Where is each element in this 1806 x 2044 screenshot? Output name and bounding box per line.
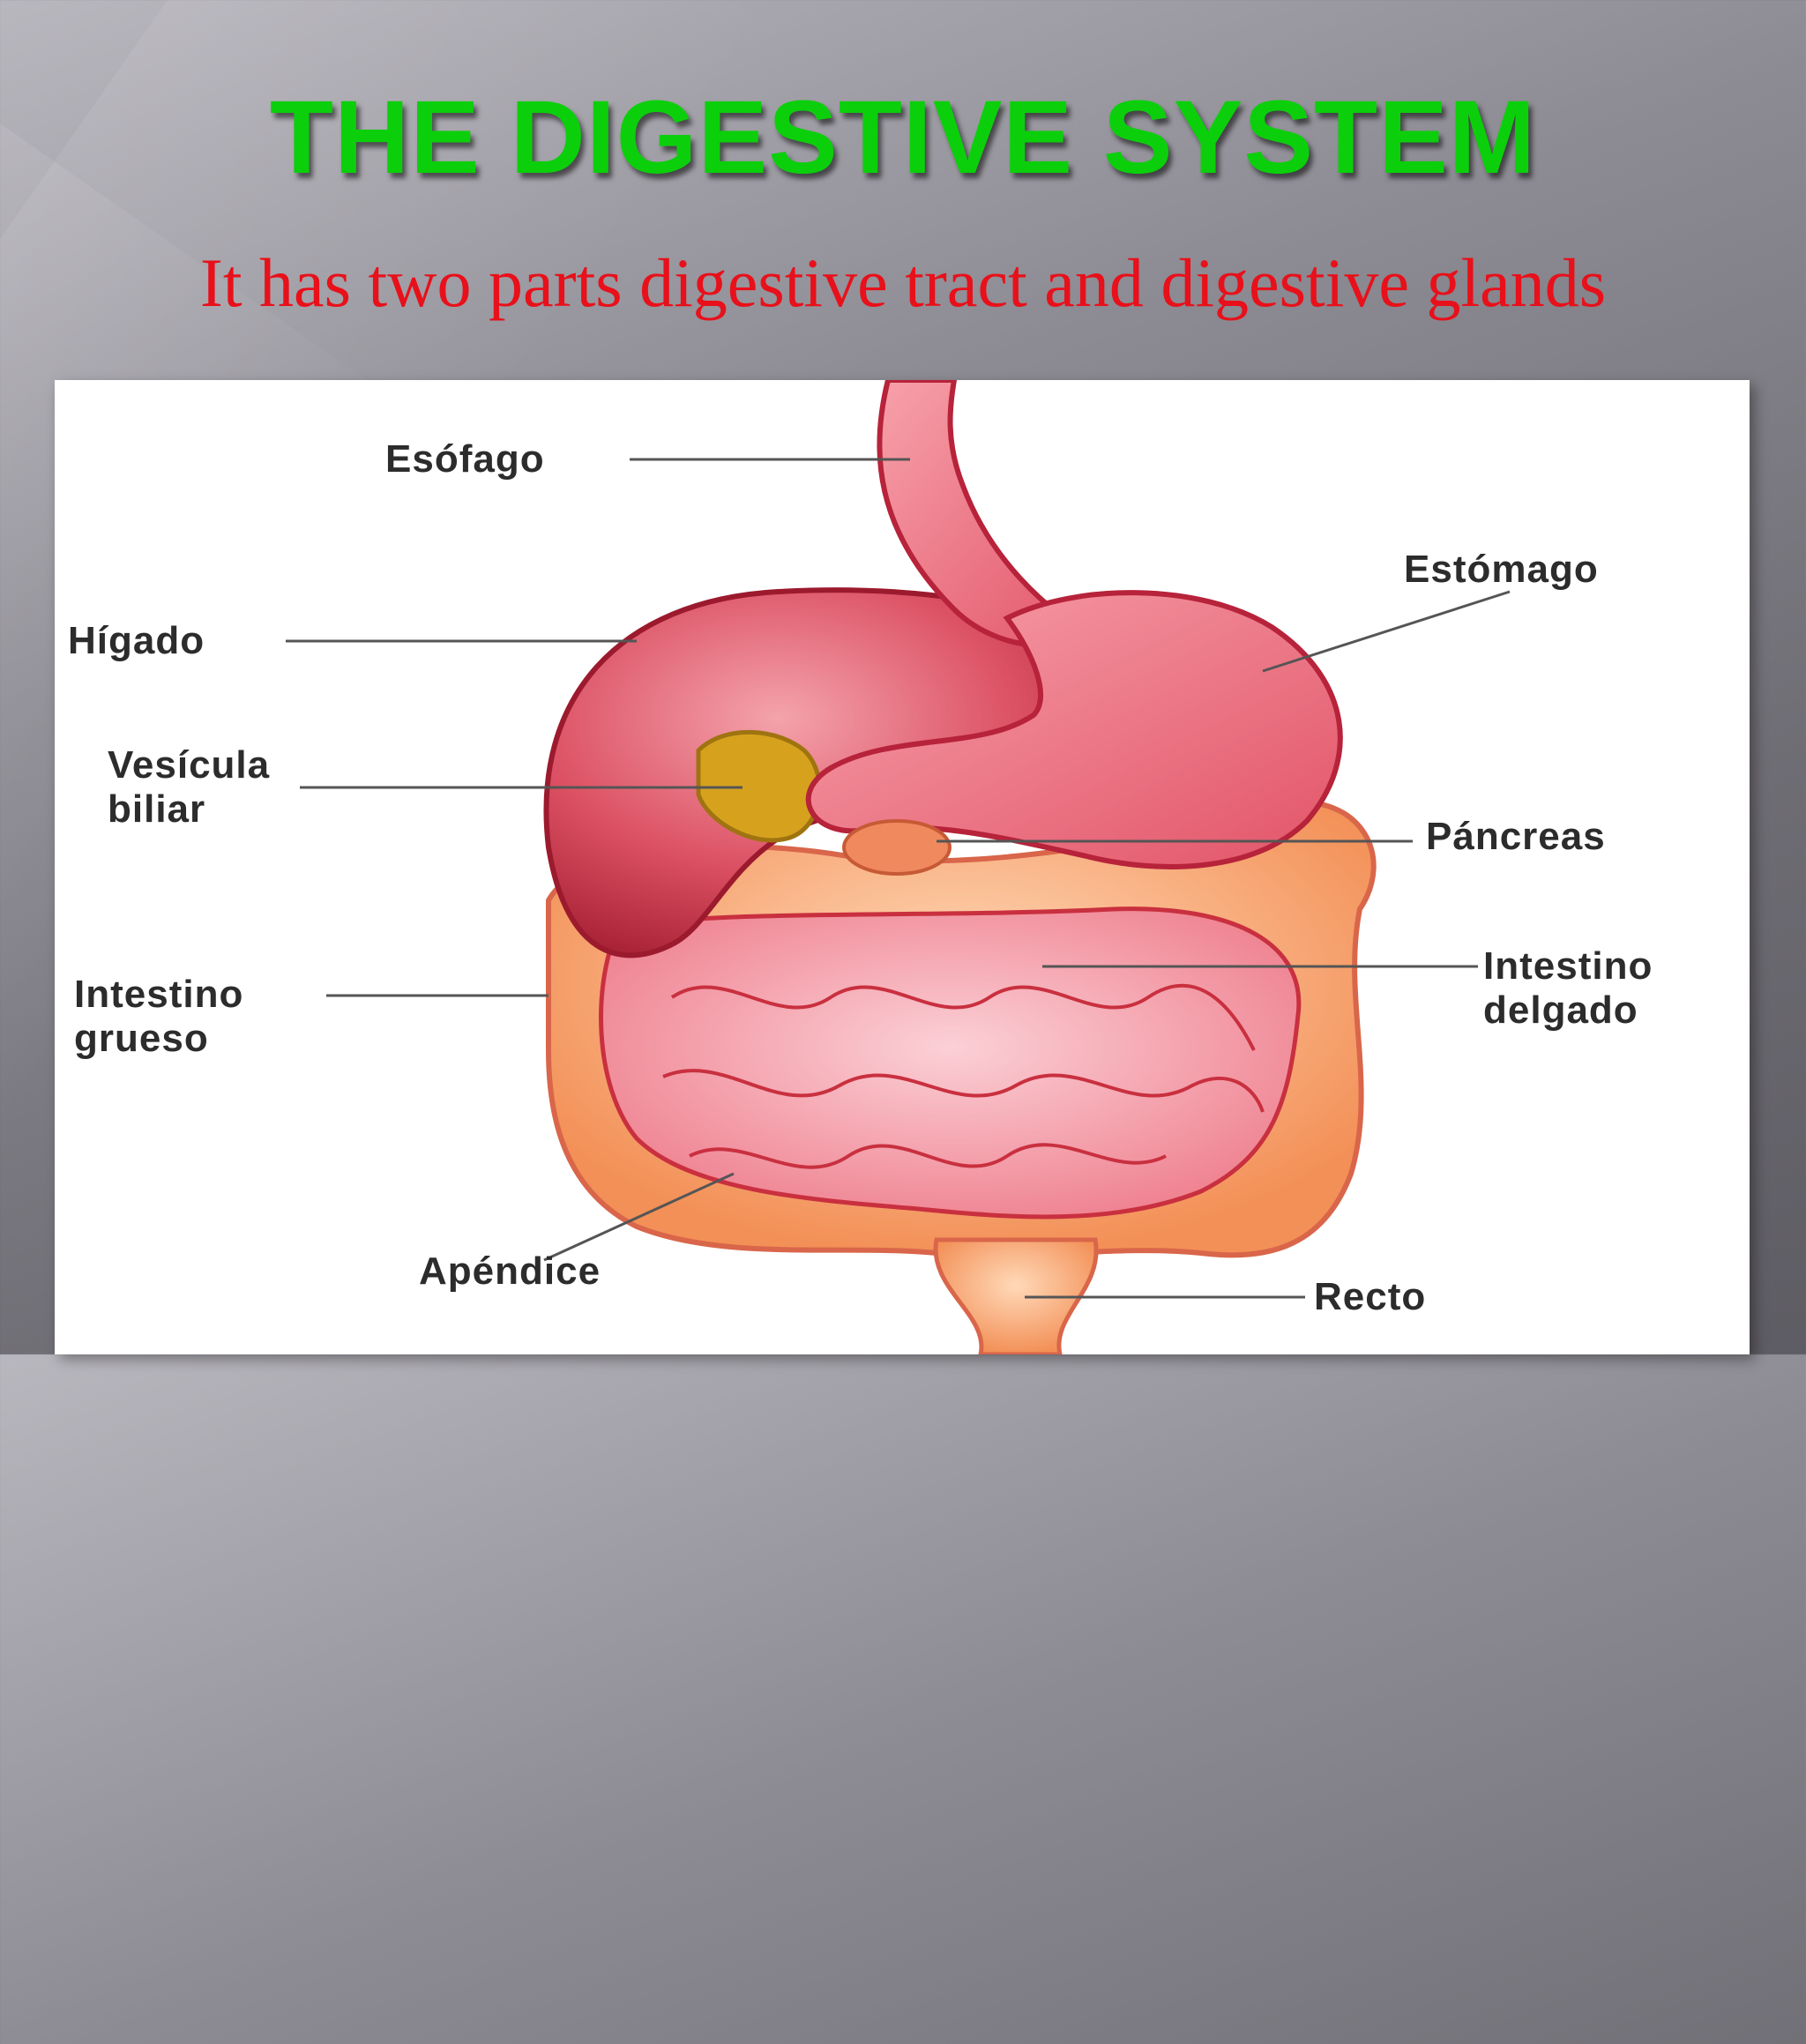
label-pancreas: Páncreas: [1426, 815, 1606, 858]
label-vesicula-line2: biliar: [108, 787, 206, 831]
label-higado: Hígado: [68, 619, 205, 662]
label-intestino-grueso-line2: grueso: [74, 1017, 209, 1060]
label-intestino-delgado-line1: Intestino: [1483, 944, 1653, 988]
label-recto: Recto: [1314, 1275, 1427, 1318]
stomach: [805, 590, 1343, 869]
label-leader-lines: [286, 458, 1511, 1299]
digestive-organs-illustration: [286, 380, 1511, 1354]
label-estomago: Estómago: [1404, 548, 1599, 591]
small-intestine: [599, 906, 1302, 1220]
pancreas: [842, 819, 952, 876]
label-intestino-grueso-line1: Intestino: [74, 973, 244, 1016]
label-intestino-delgado-line2: delgado: [1483, 988, 1638, 1032]
label-esofago: Esófago: [385, 437, 545, 481]
slide-title: THE DIGESTIVE SYSTEM: [269, 79, 1537, 196]
digestive-system-diagram: Esófago Hígado Vesícula biliar Intestino…: [55, 380, 1750, 1354]
label-vesicula-line1: Vesícula: [108, 743, 271, 787]
label-apendice: Apéndice: [419, 1250, 601, 1293]
slide-subtitle: It has two parts digestive tract and dig…: [199, 244, 1607, 321]
rectum: [933, 1237, 1099, 1354]
